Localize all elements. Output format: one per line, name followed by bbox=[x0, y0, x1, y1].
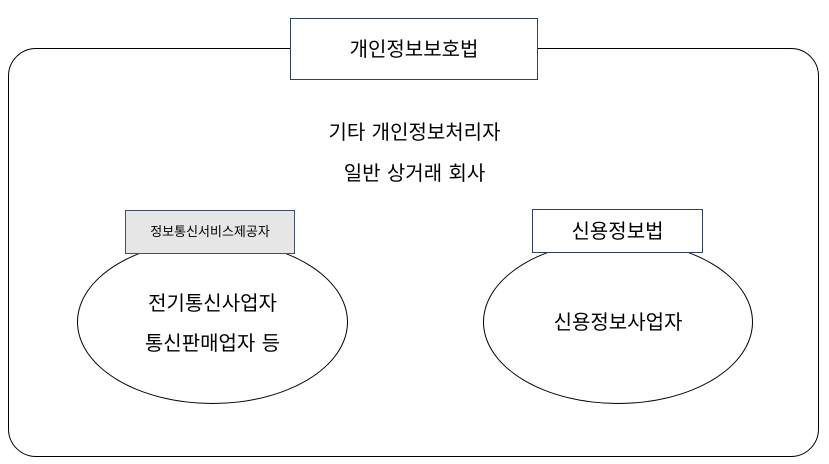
mail-order-business-label: 통신판매업자 등 bbox=[144, 331, 281, 355]
info-comm-service-provider-ellipse bbox=[77, 240, 348, 404]
other-personal-info-handler-label: 기타 개인정보처리자 bbox=[328, 120, 501, 144]
credit-information-law-label: 신용정보법 bbox=[532, 209, 703, 253]
info-comm-service-provider-label: 정보통신서비스제공자 bbox=[125, 210, 295, 254]
personal-info-protection-law-title: 개인정보보호법 bbox=[290, 18, 538, 80]
telecom-business-operator-label: 전기통신사업자 bbox=[148, 291, 277, 315]
credit-information-business-label: 신용정보사업자 bbox=[553, 310, 683, 334]
general-commerce-company-label: 일반 상거래 회사 bbox=[343, 161, 486, 185]
credit-information-ellipse bbox=[483, 240, 753, 404]
